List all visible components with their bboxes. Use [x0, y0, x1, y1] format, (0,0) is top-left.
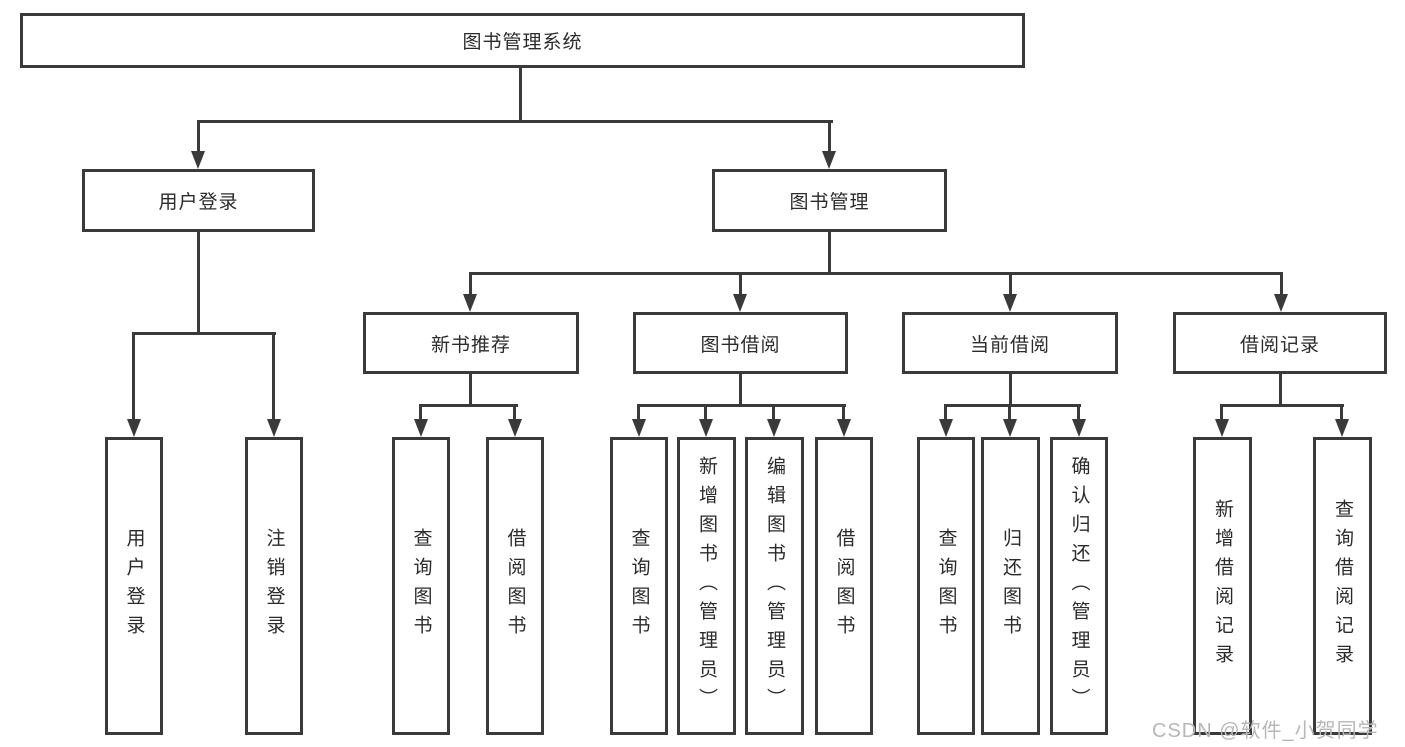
leaf-query-books-borrow: 查询图书 — [610, 437, 668, 735]
connector-line — [739, 272, 742, 296]
connector-line — [197, 120, 200, 153]
connector-arrowhead — [463, 294, 477, 312]
leaf-user-login: 用户登录 — [105, 437, 163, 735]
leaf-logout: 注销登录 — [245, 437, 303, 735]
connector-line — [197, 120, 833, 123]
connector-line — [519, 68, 522, 122]
leaf-query-books-recommend: 查询图书 — [392, 437, 450, 735]
leaf-add-borrow-record: 新增借阅记录 — [1193, 437, 1252, 735]
connector-line — [272, 332, 275, 421]
connector-arrowhead — [767, 419, 781, 437]
connector-line — [944, 404, 1081, 407]
connector-line — [704, 404, 707, 420]
connector-line — [419, 404, 422, 420]
leaf-query-borrow-record: 查询借阅记录 — [1313, 437, 1372, 735]
connector-arrowhead — [1003, 294, 1017, 312]
node-root: 图书管理系统 — [20, 13, 1025, 68]
leaf-return-book: 归还图书 — [981, 437, 1040, 735]
connector-line — [469, 374, 472, 407]
connector-line — [828, 232, 831, 275]
connector-line — [469, 272, 472, 296]
connector-arrowhead — [267, 419, 281, 437]
connector-line — [1077, 404, 1080, 420]
connector-line — [1220, 404, 1344, 407]
leaf-borrow-books-recommend: 借阅图书 — [486, 437, 544, 735]
connector-line — [197, 232, 200, 335]
connector-arrowhead — [733, 294, 747, 312]
connector-line — [828, 120, 831, 153]
connector-line — [132, 332, 135, 421]
connector-arrowhead — [837, 419, 851, 437]
connector-line — [637, 404, 846, 407]
connector-arrowhead — [1003, 419, 1017, 437]
connector-line — [1280, 272, 1283, 296]
connector-arrowhead — [1215, 419, 1229, 437]
connector-line — [132, 332, 276, 335]
connector-arrowhead — [1274, 294, 1288, 312]
connector-line — [842, 404, 845, 420]
leaf-borrow-books: 借阅图书 — [815, 437, 873, 735]
connector-arrowhead — [414, 419, 428, 437]
connector-arrowhead — [191, 151, 205, 169]
connector-line — [1279, 374, 1282, 407]
connector-arrowhead — [1072, 419, 1086, 437]
connector-arrowhead — [939, 419, 953, 437]
connector-arrowhead — [632, 419, 646, 437]
connector-line — [1220, 404, 1223, 420]
node-book-management: 图书管理 — [712, 169, 947, 232]
connector-line — [469, 272, 1283, 275]
node-book-borrow: 图书借阅 — [633, 312, 848, 374]
node-borrow-record: 借阅记录 — [1173, 312, 1387, 374]
leaf-query-books-current: 查询图书 — [917, 437, 975, 735]
leaf-confirm-return-admin: 确认归还（管理员） — [1050, 437, 1108, 735]
connector-arrowhead — [508, 419, 522, 437]
connector-line — [772, 404, 775, 420]
node-current-borrow: 当前借阅 — [902, 312, 1118, 374]
connector-arrowhead — [699, 419, 713, 437]
node-user-login: 用户登录 — [82, 169, 315, 232]
connector-line — [1340, 404, 1343, 420]
connector-line — [944, 404, 947, 420]
connector-line — [739, 374, 742, 407]
connector-arrowhead — [1335, 419, 1349, 437]
connector-line — [1009, 272, 1012, 296]
leaf-edit-book-admin: 编辑图书（管理员） — [745, 437, 804, 735]
connector-arrowhead — [822, 151, 836, 169]
connector-line — [1008, 404, 1011, 420]
connector-line — [419, 404, 518, 407]
node-new-book-recommend: 新书推荐 — [363, 312, 579, 374]
connector-arrowhead — [127, 419, 141, 437]
connector-line — [1009, 374, 1012, 407]
leaf-add-book-admin: 新增图书（管理员） — [677, 437, 736, 735]
connector-line — [513, 404, 516, 420]
csdn-watermark: CSDN @软件_小贺同学 — [1152, 720, 1379, 742]
connector-line — [637, 404, 640, 420]
